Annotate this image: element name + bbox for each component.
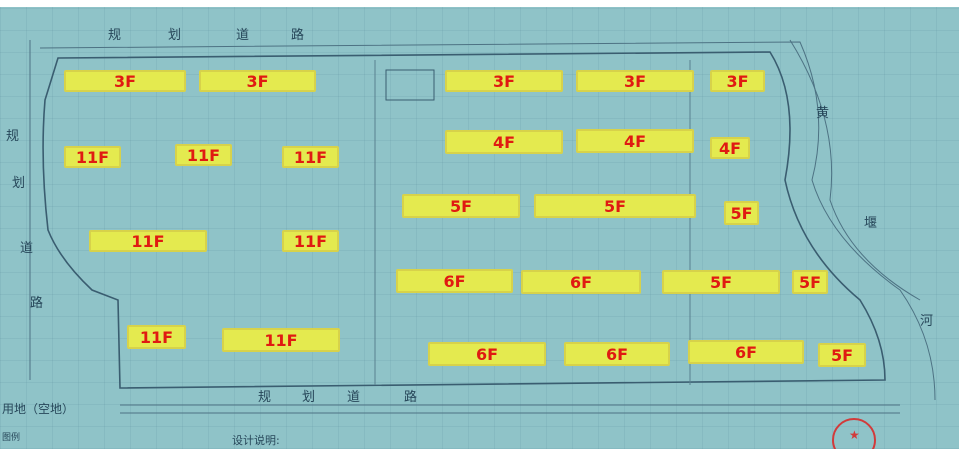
river-edge-line bbox=[789, 39, 921, 301]
building-block: 3F bbox=[199, 70, 316, 92]
building-block: 5F bbox=[792, 270, 828, 294]
floor-count-label: 6F bbox=[734, 342, 758, 362]
building-block: 11F bbox=[175, 144, 232, 166]
floor-count-label: 3F bbox=[246, 71, 269, 91]
floor-count-label: 5F bbox=[730, 203, 753, 223]
river-label: 黄 bbox=[816, 106, 830, 121]
river-label: 河 bbox=[920, 314, 934, 329]
outer-road-line bbox=[39, 41, 936, 401]
road-label-left: 规 bbox=[6, 129, 20, 144]
road-label-top: 划 bbox=[168, 28, 182, 43]
site-boundary bbox=[42, 51, 886, 389]
building-block: 3F bbox=[576, 70, 694, 92]
floor-count-label: 3F bbox=[492, 71, 516, 91]
central-feature bbox=[385, 69, 435, 101]
land-use-note: 用地（空地） bbox=[2, 402, 75, 416]
road-label-bottom: 路 bbox=[404, 390, 418, 405]
building-block: 6F bbox=[688, 340, 804, 364]
legend-heading: 图例 bbox=[2, 433, 21, 443]
building-block: 6F bbox=[396, 269, 513, 293]
road-label-bottom: 划 bbox=[302, 390, 316, 405]
building-block: 6F bbox=[428, 342, 546, 366]
building-block: 4F bbox=[445, 130, 563, 154]
building-block: 11F bbox=[64, 146, 121, 168]
road-label-top: 路 bbox=[291, 28, 305, 43]
floor-count-label: 6F bbox=[605, 344, 629, 364]
river-label: 堰 bbox=[864, 216, 878, 231]
building-block: 5F bbox=[402, 194, 520, 218]
floor-count-label: 5F bbox=[449, 196, 473, 216]
road-label-left: 道 bbox=[20, 241, 34, 256]
floor-count-label: 5F bbox=[603, 196, 627, 216]
building-block: 11F bbox=[89, 230, 207, 252]
floor-count-label: 4F bbox=[718, 138, 742, 158]
building-block: 11F bbox=[127, 325, 186, 349]
road-label-top: 道 bbox=[236, 28, 250, 43]
floor-count-label: 4F bbox=[623, 131, 647, 151]
building-block: 4F bbox=[710, 137, 750, 159]
building-block: 5F bbox=[534, 194, 696, 218]
stamp-star-icon: ★ bbox=[849, 428, 860, 442]
floor-count-label: 3F bbox=[726, 71, 749, 91]
floor-count-label: 6F bbox=[443, 271, 466, 291]
building-block: 5F bbox=[818, 343, 866, 367]
building-block: 4F bbox=[576, 129, 694, 153]
floor-count-label: 11F bbox=[293, 147, 328, 167]
road-label-top: 规 bbox=[108, 28, 122, 43]
floor-count-label: 11F bbox=[264, 330, 298, 350]
building-block: 6F bbox=[564, 342, 670, 366]
floor-count-label: 5F bbox=[709, 272, 733, 292]
floor-count-label: 11F bbox=[186, 145, 221, 165]
road-label-left: 路 bbox=[30, 296, 44, 311]
building-block: 5F bbox=[724, 201, 759, 225]
floor-count-label: 11F bbox=[139, 327, 174, 347]
floor-count-label: 5F bbox=[798, 272, 822, 292]
floor-count-label: 11F bbox=[75, 147, 110, 167]
building-block: 3F bbox=[445, 70, 563, 92]
floor-count-label: 6F bbox=[475, 344, 499, 364]
floor-count-label: 3F bbox=[113, 71, 137, 91]
floor-count-label: 6F bbox=[569, 272, 593, 292]
floor-count-label: 5F bbox=[830, 345, 854, 365]
top-border bbox=[0, 0, 959, 7]
road-label-bottom: 道 bbox=[347, 390, 361, 405]
road-label-bottom: 规 bbox=[258, 390, 272, 405]
road-label-left: 划 bbox=[12, 176, 26, 191]
building-block: 11F bbox=[282, 146, 339, 168]
approval-stamp bbox=[832, 418, 876, 449]
building-block: 11F bbox=[282, 230, 339, 252]
building-block: 6F bbox=[521, 270, 641, 294]
building-block: 3F bbox=[64, 70, 186, 92]
design-notes-heading: 设计说明: bbox=[232, 434, 280, 447]
floor-count-label: 11F bbox=[131, 231, 165, 251]
floor-count-label: 4F bbox=[492, 132, 516, 152]
building-block: 3F bbox=[710, 70, 765, 92]
floor-count-label: 11F bbox=[293, 231, 328, 251]
building-block: 5F bbox=[662, 270, 780, 294]
floor-count-label: 3F bbox=[623, 71, 647, 91]
building-block: 11F bbox=[222, 328, 340, 352]
